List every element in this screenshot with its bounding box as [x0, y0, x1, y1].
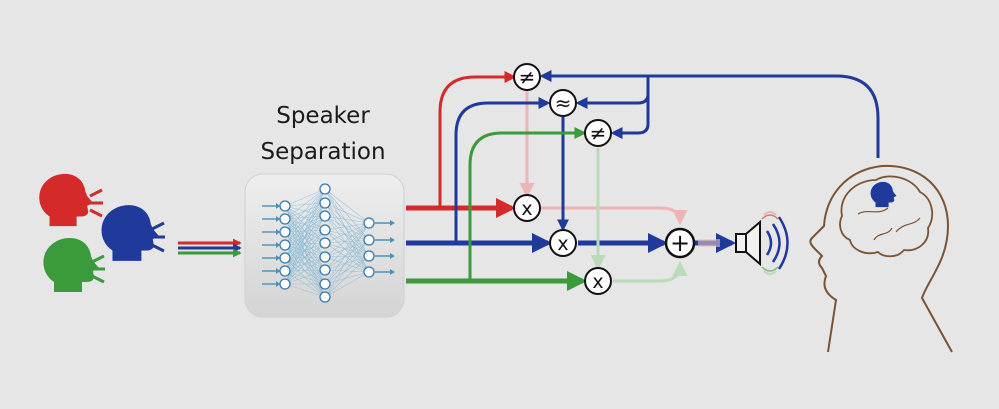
multiply-node-green: x	[584, 267, 612, 295]
not-equal-symbol: ≠	[590, 121, 607, 145]
stream-blue	[406, 97, 736, 253]
neural-network-icon	[262, 183, 395, 303]
mixture-arrows	[178, 238, 242, 258]
not-equal-symbol: ≠	[519, 65, 536, 89]
neural-feedback-arrows	[539, 70, 880, 158]
speaker-blue-icon	[101, 205, 165, 261]
compare-node-blue: ≈	[549, 89, 577, 117]
plus-symbol: +	[670, 229, 690, 257]
loudspeaker-icon	[735, 211, 789, 275]
compare-node-red: ≠	[513, 63, 541, 91]
listener-head-icon	[809, 164, 953, 353]
multiply-symbol: x	[592, 271, 603, 293]
multiply-node-red: x	[513, 194, 541, 222]
stream-green	[406, 127, 688, 291]
multiply-symbol: x	[557, 233, 568, 255]
stream-red	[406, 71, 688, 225]
speaker-separation-title-line2: Separation	[260, 139, 385, 165]
speaker-separation-title-line1: Speaker	[276, 103, 370, 129]
multiply-symbol: x	[521, 198, 532, 220]
multiply-node-blue: x	[549, 229, 577, 257]
sum-node: +	[664, 227, 696, 259]
speaker-green-icon	[43, 238, 105, 292]
speaker-red-icon	[39, 173, 103, 227]
compare-node-green: ≠	[584, 119, 612, 147]
approx-equal-symbol: ≈	[555, 91, 572, 115]
